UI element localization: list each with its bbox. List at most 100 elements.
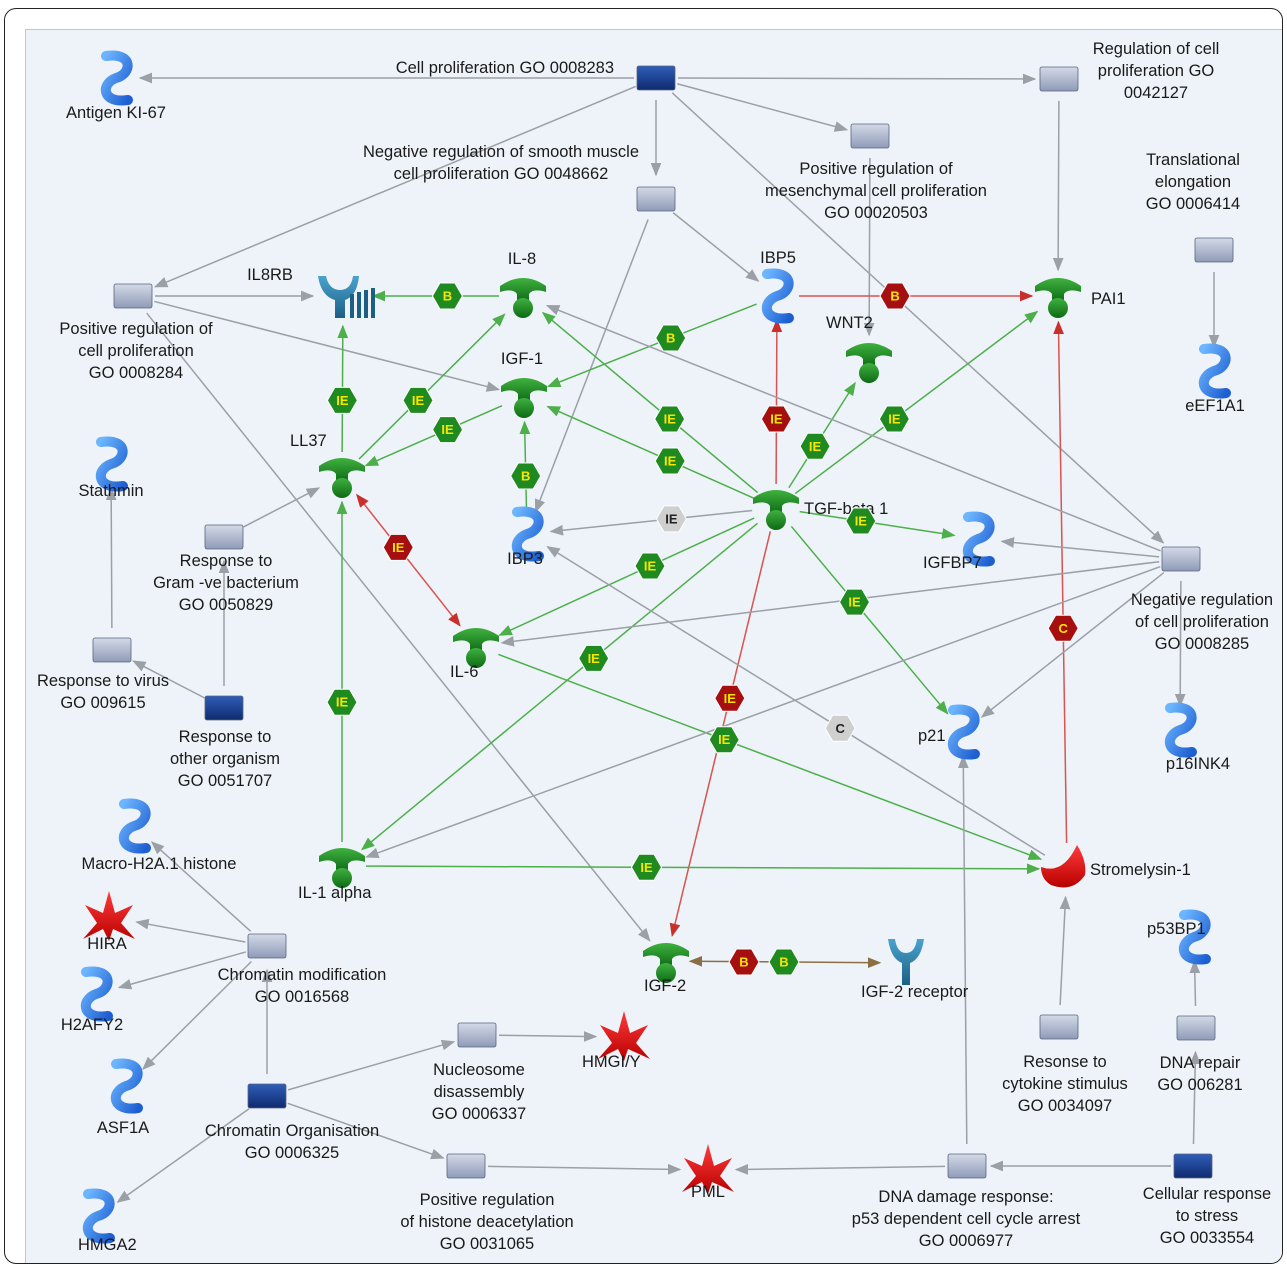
- edge-negcellprolif-to-igfbp7: [1000, 537, 1160, 558]
- edge-nucleosome-to-hmgiy: [498, 1031, 598, 1042]
- ligand-icon: [846, 343, 892, 383]
- node-pai1[interactable]: PAI1: [1035, 278, 1126, 318]
- node-macroh2a[interactable]: Macro-H2A.1 histone: [82, 798, 237, 873]
- node-label: PAI1: [1091, 290, 1126, 308]
- edge-ibp5-to-igf1: [546, 303, 757, 388]
- node-asf1a[interactable]: ASF1A: [97, 1058, 149, 1137]
- go-process-icon: [1194, 237, 1234, 263]
- node-il8rb[interactable]: IL8RB: [247, 266, 375, 318]
- edge-negcellprolif-to-il1a: [365, 565, 1161, 858]
- node-eef1a1[interactable]: eEF1A1: [1185, 343, 1245, 415]
- edge-chrommod-to-hira: [135, 918, 246, 943]
- svg-text:IE: IE: [888, 411, 901, 426]
- node-il8[interactable]: IL-8: [500, 250, 546, 318]
- node-p16[interactable]: p16INK4: [1164, 702, 1230, 773]
- go-process-icon: [113, 283, 153, 309]
- edges-layer: [105, 72, 1220, 1203]
- badge-ie-il1a-stromelysin: IE: [630, 853, 663, 881]
- node-igf1[interactable]: IGF-1: [501, 350, 547, 418]
- node-igf2[interactable]: IGF-2: [643, 943, 689, 995]
- edge-tgfb1-to-p21: [790, 525, 949, 715]
- node-il6[interactable]: IL-6: [450, 628, 499, 681]
- badge-b-ibp3-igf1: B: [510, 462, 542, 490]
- node-dnadamage[interactable]: DNA damage response:p53 dependent cell c…: [852, 1153, 1081, 1250]
- node-il1a[interactable]: IL-1 alpha: [298, 848, 372, 902]
- badge-ie-tgfb1-igf1: IE: [654, 447, 686, 475]
- transcription-factor-icon: [682, 1144, 734, 1194]
- svg-text:B: B: [443, 289, 452, 304]
- node-stromelysin[interactable]: Stromelysin-1: [1041, 845, 1191, 888]
- edge-tgfb1-to-pai1: [794, 310, 1039, 495]
- node-cellprolif[interactable]: Cell proliferation GO 0008283: [396, 59, 676, 91]
- node-ki67[interactable]: Antigen KI-67: [66, 50, 166, 122]
- edge-cellprolif-to-posmesen: [677, 83, 849, 132]
- node-label: TGF-beta 1: [804, 500, 888, 518]
- node-igfbp7[interactable]: IGFBP7: [923, 511, 995, 572]
- node-pml[interactable]: PML: [682, 1144, 734, 1201]
- edge-il6-to-stromelysin: [498, 653, 1043, 860]
- edge-igf1-to-ll37: [364, 404, 503, 467]
- node-igf2r[interactable]: IGF-2 receptor: [861, 939, 969, 1001]
- node-label: eEF1A1: [1185, 397, 1245, 415]
- svg-text:IE: IE: [665, 511, 678, 526]
- nodes-layer: Antigen KI-67 Cell proliferation GO 00082…: [37, 40, 1273, 1254]
- edge-negcellprolif-to-p16: [1174, 580, 1186, 708]
- node-stathmin[interactable]: Stathmin: [78, 436, 144, 500]
- badge-ie-tgfb1-il1a: IE: [578, 644, 610, 672]
- node-hmgiy[interactable]: HMGI/Y: [582, 1011, 650, 1071]
- edge-ll37-to-il6: [356, 493, 461, 627]
- svg-text:C: C: [836, 721, 846, 736]
- go-process-icon: [1161, 546, 1201, 572]
- node-ibp5[interactable]: IBP5: [760, 249, 796, 324]
- edge-tgfb1-to-il1a: [361, 522, 758, 851]
- node-label: IGFBP7: [923, 554, 982, 572]
- node-hmga2[interactable]: HMGA2: [78, 1188, 137, 1254]
- edge-otherorg-to-virus: [132, 660, 205, 699]
- edge-regcellprolif-to-pai1: [1052, 100, 1064, 272]
- node-label: DNA damage response:p53 dependent cell c…: [852, 1188, 1081, 1250]
- node-wnt2[interactable]: WNT2: [826, 314, 892, 383]
- node-label: Cell proliferation GO 0008283: [396, 59, 614, 77]
- node-ll37[interactable]: LL37: [290, 432, 365, 498]
- node-p53bp1[interactable]: p53BP1: [1147, 909, 1211, 965]
- svg-text:IE: IE: [412, 393, 425, 408]
- ligand-icon: [753, 490, 799, 530]
- badge-c-stromelysin-ibp3: C: [824, 714, 856, 742]
- node-ibp3[interactable]: IBP3: [507, 506, 544, 568]
- protease-icon: [1041, 845, 1086, 888]
- edge-chrommod-to-asf1a: [142, 960, 252, 1071]
- protein-icon: [82, 1188, 115, 1244]
- node-label: IL-6: [450, 663, 478, 681]
- node-hira[interactable]: HIRA: [83, 891, 135, 953]
- edge-chromorg-to-nucleosome: [287, 1039, 456, 1091]
- node-label: Stathmin: [78, 482, 143, 500]
- node-p21[interactable]: p21: [918, 704, 980, 760]
- svg-text:IE: IE: [336, 695, 349, 710]
- svg-text:B: B: [666, 331, 675, 346]
- node-h2afy2[interactable]: H2AFY2: [61, 966, 123, 1034]
